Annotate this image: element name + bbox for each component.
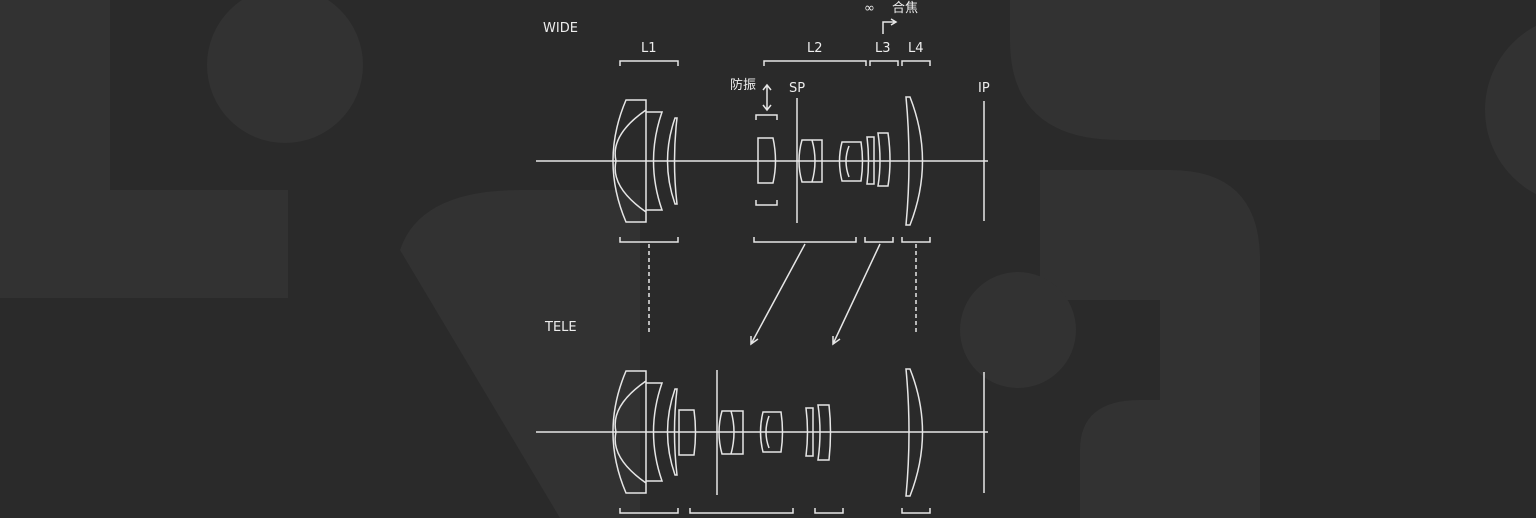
group-l4-label: L4 [908,41,924,56]
tele-label: TELE [544,320,577,335]
lens-group-l4 [905,368,924,497]
wide-configuration [536,96,988,226]
wide-group-brackets-bottom [619,237,931,243]
lens-group-l1 [612,370,678,494]
tele-configuration [536,368,988,497]
lens-element [838,141,864,182]
stabilization-label: 防振 [730,77,756,93]
zoom-movement-indicators [648,243,917,346]
lens-group-l1 [612,99,678,223]
stabilization-lens [678,409,697,456]
lens-element [805,407,814,457]
focus-label: 合焦 [892,1,918,16]
lens-element [798,139,823,183]
wide-label: WIDE [543,21,578,36]
stabilization-arrow-icon [762,83,772,112]
lens-element [718,410,744,455]
wide-group-brackets-top [619,60,931,206]
lens-group-l4 [905,96,924,226]
lens-element [877,132,891,187]
stabilization-lens [757,137,777,184]
lens-element [817,404,832,461]
image-plane-label: IP [978,81,990,96]
focus-infinity-label: ∞ [864,1,875,16]
stop-label: SP [789,81,805,96]
tele-group-brackets-bottom [619,508,931,514]
lens-element [759,411,784,453]
group-l3-label: L3 [875,41,891,56]
arrow-icon [750,243,806,346]
group-l1-label: L1 [641,41,657,56]
arrow-icon [832,243,881,346]
group-l2-label: L2 [807,41,823,56]
lens-element [866,136,875,185]
focus-arrow-icon [882,18,898,34]
